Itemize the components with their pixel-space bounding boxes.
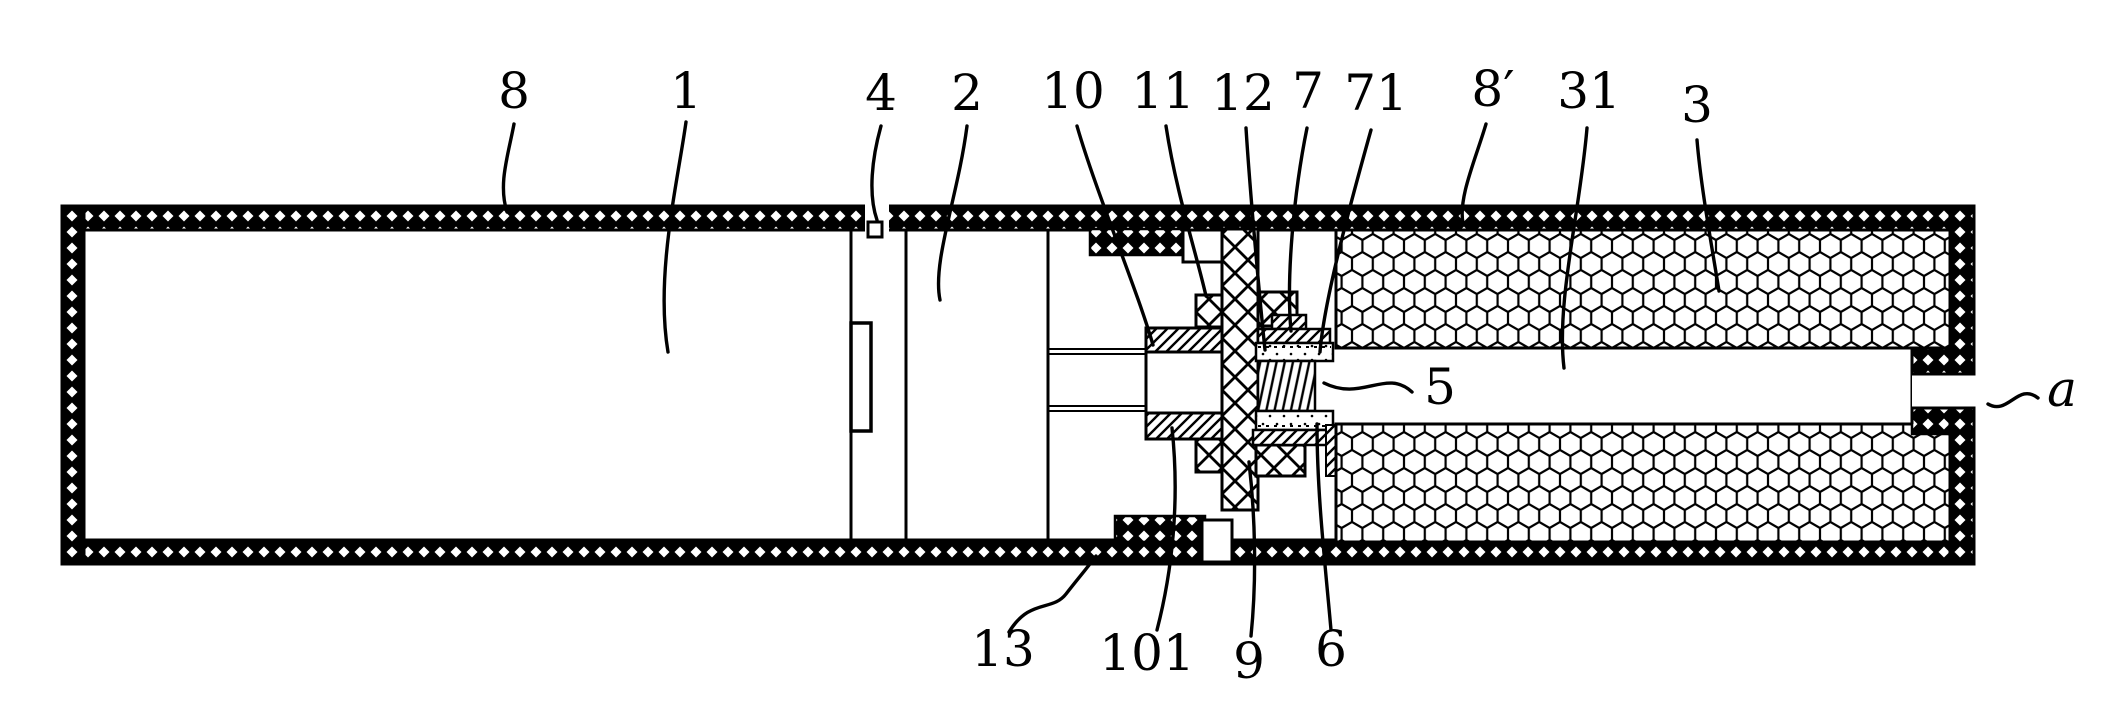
label-13: 13: [971, 620, 1035, 678]
label-9: 9: [1233, 632, 1265, 690]
label-8: 8: [498, 62, 530, 120]
label-101: 101: [1099, 624, 1194, 682]
shell-right-end-wall-lower: [1948, 406, 1976, 566]
sleeve-overlap-top: [1088, 227, 1185, 257]
leader-line-101: [1155, 426, 1177, 632]
label-1: 1: [670, 62, 702, 120]
electrode-plug-body: [1144, 350, 1224, 415]
connector-step-upper-left: [1194, 293, 1224, 329]
label-4: 4: [865, 64, 897, 122]
leader-line-6: [1315, 422, 1333, 632]
leader-line-1: [662, 120, 688, 354]
battery-terminal-plate: [849, 321, 873, 433]
leader-line-10: [1075, 124, 1155, 347]
sleeve-overlap-bottom: [1113, 514, 1207, 544]
end-wrap-lower: [1910, 406, 1954, 436]
label-8p: 8′: [1471, 60, 1514, 118]
leader-line-31: [1560, 126, 1589, 370]
shell-right-end-wall-upper: [1948, 204, 1976, 376]
label-a: a: [2047, 360, 2077, 418]
seat-step-bottom: [1200, 518, 1234, 564]
label-71: 71: [1344, 64, 1408, 122]
label-3: 3: [1681, 76, 1713, 134]
leader-line-a: [1986, 391, 2040, 409]
label-10: 10: [1041, 62, 1105, 120]
end-wrap-upper: [1910, 346, 1954, 376]
label-2: 2: [951, 64, 983, 122]
electrode-flange-top: [1144, 326, 1224, 354]
leader-line-2: [936, 124, 969, 302]
leader-line-8: [501, 122, 516, 214]
mouth-channel: [1912, 375, 1974, 407]
shell-top-wall: [60, 204, 1976, 232]
filter-material-top: [1334, 228, 1952, 350]
leader-line-3: [1695, 138, 1721, 293]
filter-material-bottom: [1334, 422, 1952, 544]
electrode-wires: [1048, 348, 1146, 412]
label-6: 6: [1315, 620, 1347, 678]
leader-line-12: [1244, 126, 1267, 352]
leader-line-4: [870, 124, 883, 222]
atomizer-holder-bottom: [1251, 428, 1333, 447]
leader-line-8p: [1460, 122, 1488, 225]
connector-post: [1220, 227, 1260, 512]
leader-line-9: [1247, 460, 1257, 638]
shell-bottom-wall: [60, 538, 1976, 566]
support-block-9: [1254, 443, 1307, 478]
air-inlet-valve: [866, 220, 884, 239]
label-12: 12: [1211, 64, 1275, 122]
label-11: 11: [1131, 62, 1195, 120]
leader-line-71: [1318, 128, 1373, 354]
leader-line-5: [1322, 381, 1414, 394]
heater-support-bottom: [1254, 409, 1335, 432]
electrode-flange-bottom: [1144, 411, 1224, 441]
leader-line-13: [1007, 554, 1098, 634]
atomizer-holder-top: [1256, 327, 1332, 345]
shell-left-end-wall: [60, 204, 86, 566]
label-7: 7: [1292, 62, 1324, 120]
heating-coil: [1256, 359, 1317, 413]
label-31: 31: [1557, 62, 1621, 120]
leader-line-7: [1287, 126, 1309, 333]
leader-line-11: [1164, 124, 1208, 298]
label-5: 5: [1424, 358, 1456, 416]
connector-step-lower-left: [1194, 436, 1224, 474]
